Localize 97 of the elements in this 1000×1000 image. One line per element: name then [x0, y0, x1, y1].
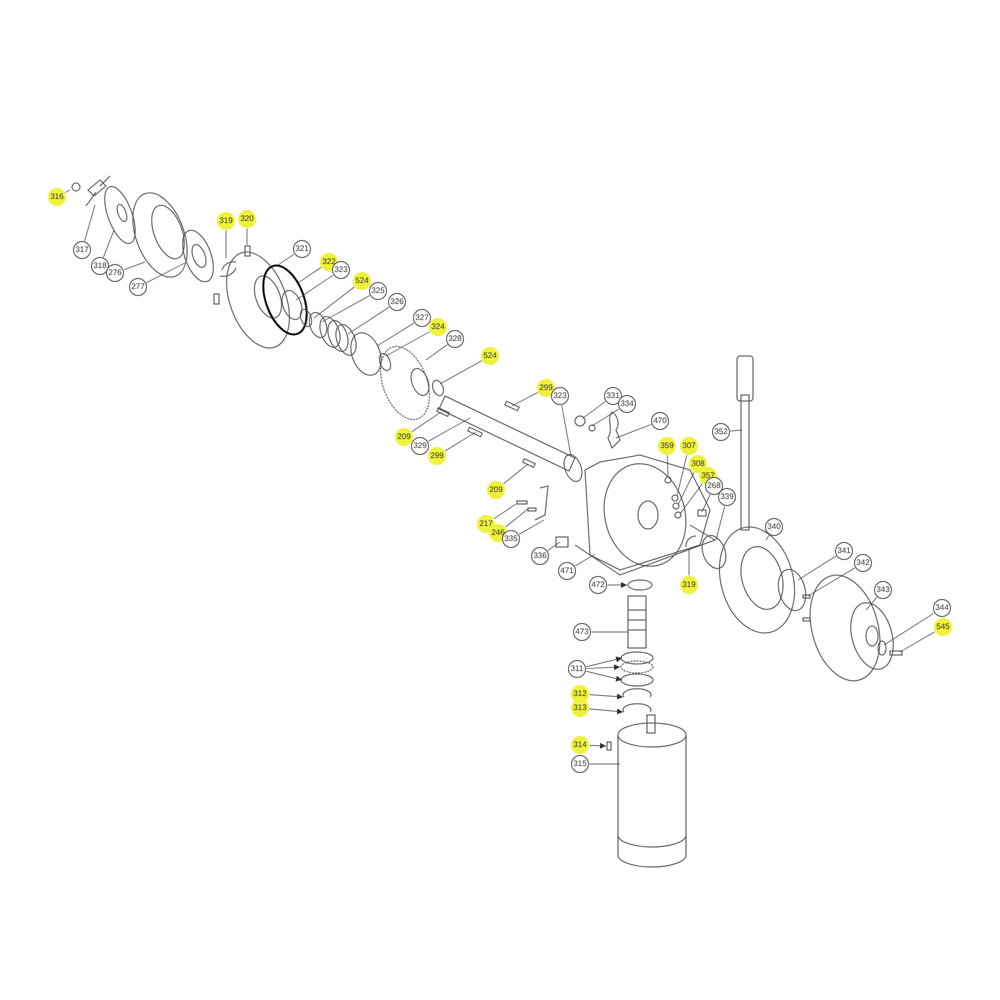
leader-line — [494, 504, 516, 520]
callout-number: 320 — [238, 210, 256, 228]
callout-number: 326 — [388, 293, 406, 311]
callout-number: 327 — [413, 309, 431, 327]
leader-line — [84, 204, 96, 242]
callout-number: 319 — [680, 576, 698, 594]
callout-number: 313 — [571, 699, 589, 717]
leader-line — [246, 228, 248, 246]
callout-number: 342 — [854, 554, 872, 572]
callout-number: 324 — [429, 318, 447, 336]
leader-line — [730, 430, 742, 432]
leader-line — [505, 508, 528, 528]
callout-number: 545 — [934, 618, 952, 636]
leader-line — [678, 472, 694, 506]
callout-number: 209 — [395, 428, 413, 446]
leader-line — [589, 708, 624, 714]
leader-line — [607, 582, 628, 588]
leader-line — [798, 556, 836, 580]
callout-number: 321 — [293, 240, 311, 258]
leader-line — [716, 506, 725, 540]
leader-line — [666, 455, 668, 476]
leader-line — [884, 612, 934, 646]
leader-line — [440, 360, 482, 384]
leader-line — [680, 483, 703, 514]
callout-number: 312 — [571, 685, 589, 703]
leader-line — [103, 230, 114, 258]
callout-number: 524 — [353, 272, 371, 290]
leader-line — [702, 494, 710, 512]
leader-line — [586, 664, 620, 670]
callout-number: 329 — [411, 437, 429, 455]
callout-number: 314 — [571, 736, 589, 754]
callout-number: 473 — [573, 623, 591, 641]
leader-line — [592, 408, 620, 426]
leader-line — [688, 550, 690, 576]
callout-number: 331 — [604, 387, 622, 405]
leader-line — [503, 464, 528, 484]
callout-number: 344 — [933, 599, 951, 617]
leader-line — [278, 254, 294, 266]
callout-number: 315 — [571, 755, 589, 773]
callout-number: 472 — [589, 576, 607, 594]
callout-number: 318 — [91, 257, 109, 275]
leader-line — [586, 670, 622, 682]
callout-number: 307 — [680, 437, 698, 455]
callout-number: 471 — [558, 562, 576, 580]
callout-number: 325 — [369, 282, 387, 300]
leader-line — [322, 295, 370, 322]
leader-line — [426, 344, 448, 360]
leader-line — [444, 432, 476, 452]
leader-line — [866, 596, 878, 610]
leader-line — [561, 405, 572, 456]
callout-number: 359 — [658, 437, 676, 455]
leader-line — [547, 542, 560, 551]
callout-number: 323 — [551, 387, 569, 405]
leader-line — [512, 392, 538, 406]
callout-number: 276 — [106, 264, 124, 282]
leader-line — [616, 424, 652, 438]
callout-number: 352 — [712, 423, 730, 441]
callout-number: 268 — [705, 477, 723, 495]
callout-number: 299 — [537, 379, 555, 397]
callout-number: 319 — [217, 212, 235, 230]
callout-number: 339 — [718, 488, 736, 506]
callout-number: 343 — [874, 581, 892, 599]
leader-line — [589, 742, 606, 749]
leader-line — [124, 262, 146, 270]
leader-line — [428, 418, 470, 442]
leader-line — [808, 568, 856, 596]
callout-number: 470 — [651, 412, 669, 430]
leader-line — [574, 554, 596, 566]
leader-line — [582, 401, 606, 418]
callout-number: 334 — [618, 395, 636, 413]
leader-line — [900, 631, 936, 652]
leader-line — [146, 262, 186, 284]
leader-line — [518, 520, 544, 535]
leader-line — [65, 190, 70, 193]
leader-line — [586, 656, 622, 668]
leader-line — [386, 331, 430, 356]
leader-line — [298, 266, 322, 284]
callout-number: 336 — [531, 547, 549, 565]
leader-line — [348, 306, 390, 334]
leader-line — [589, 694, 624, 700]
callout-number: 524 — [481, 347, 499, 365]
callout-number: 277 — [129, 278, 147, 296]
callout-number: 299 — [428, 447, 446, 465]
callout-number: 328 — [446, 330, 464, 348]
callout-number: 209 — [487, 481, 505, 499]
leader-line — [676, 454, 688, 496]
leader-line — [766, 534, 770, 540]
leader-line — [296, 274, 334, 300]
callout-number: 308 — [689, 455, 707, 473]
callout-number: 317 — [73, 241, 91, 259]
callout-number: 311 — [568, 660, 586, 678]
leader-line — [376, 322, 414, 346]
callout-number: 316 — [48, 188, 66, 206]
callout-number: 340 — [765, 518, 783, 536]
callout-number: 341 — [835, 542, 853, 560]
leader-line — [314, 286, 355, 318]
leader-line — [412, 412, 442, 432]
